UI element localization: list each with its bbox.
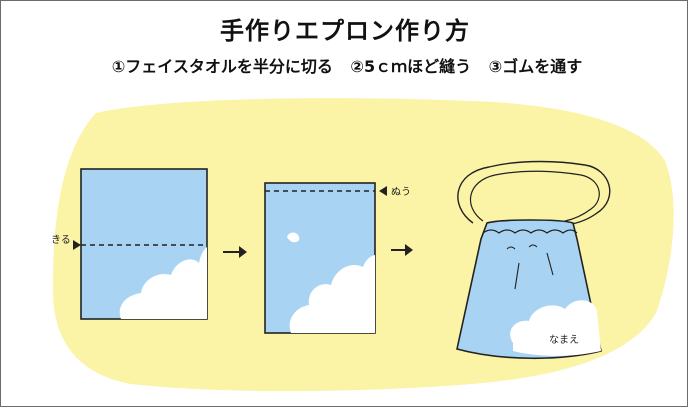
right-arrow-icon bbox=[391, 244, 413, 256]
cloud-shape bbox=[287, 232, 300, 243]
elastic-loop-inner bbox=[469, 170, 600, 222]
cloud-shape bbox=[289, 255, 375, 333]
page-title: 手作りエプロン作り方 bbox=[220, 17, 470, 45]
fold-line bbox=[514, 262, 520, 290]
pointer-arrow-icon bbox=[73, 240, 81, 250]
cut-mark-label: きる bbox=[51, 234, 71, 246]
step-2-towel: ぬう bbox=[264, 182, 411, 334]
sew-mark-label: ぬう bbox=[391, 186, 411, 198]
elastic-loop bbox=[457, 160, 611, 226]
cloud-shape bbox=[119, 247, 207, 319]
gathered-top bbox=[482, 229, 578, 234]
step-3-bag: なまえ bbox=[456, 160, 611, 360]
step-1-towel: きる bbox=[51, 168, 208, 320]
step-1-label: ①フェイスタオルを半分に切る bbox=[111, 57, 333, 76]
fold-line bbox=[506, 246, 516, 250]
fold-line bbox=[528, 244, 538, 248]
cloud-shape bbox=[510, 300, 601, 356]
right-arrow-icon bbox=[223, 246, 247, 258]
step-2-label: ②5ｃｍほど縫う bbox=[350, 57, 472, 76]
name-tag-label: なまえ bbox=[549, 334, 579, 346]
fold-line bbox=[546, 252, 554, 276]
step-3-label: ③ゴムを通す bbox=[488, 57, 583, 76]
pointer-arrow-icon bbox=[379, 186, 387, 196]
steps-line: ①フェイスタオルを半分に切る ②5ｃｍほど縫う ③ゴムを通す bbox=[7, 53, 687, 77]
illustration: きる ぬう bbox=[51, 98, 674, 392]
